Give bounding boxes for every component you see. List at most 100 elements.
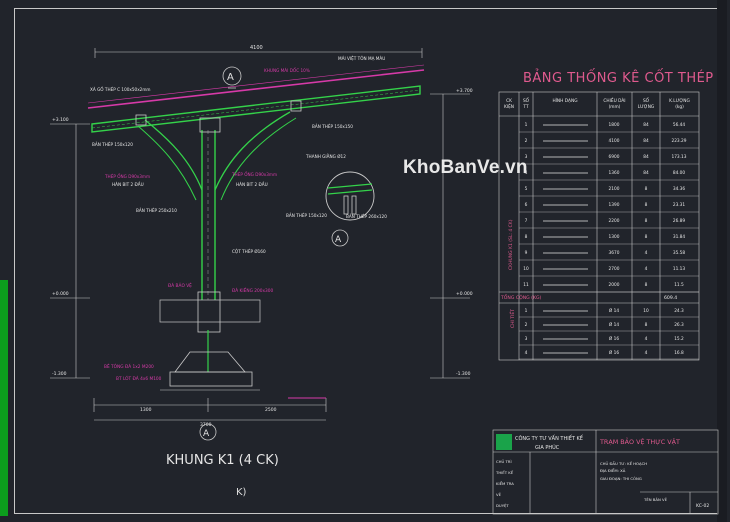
- table-cell: 4: [645, 266, 648, 272]
- table-cell: 2200: [609, 218, 620, 224]
- table-cell: 2: [525, 138, 528, 144]
- table-cell: 8: [645, 282, 648, 288]
- dim-right: 2500: [265, 407, 277, 413]
- svg-text:HÀN BIT 2 ĐẦU: HÀN BIT 2 ĐẦU: [112, 182, 144, 187]
- table-cell: Ø 14: [609, 321, 619, 328]
- table-cell: 8: [645, 186, 648, 192]
- table-cell: 1: [525, 122, 528, 128]
- table-cell: 4: [645, 350, 648, 356]
- svg-text:BẢN THÉP 260x120: BẢN THÉP 260x120: [346, 214, 387, 219]
- table-cell: 84: [643, 154, 649, 160]
- svg-text:A: A: [203, 429, 210, 439]
- svg-text:BẢN THÉP 150x120: BẢN THÉP 150x120: [92, 142, 133, 147]
- table-header: HÌNH DẠNG: [552, 97, 577, 104]
- table-cell: Ø 16: [609, 349, 619, 356]
- svg-text:A: A: [335, 235, 342, 245]
- svg-text:A: A: [227, 72, 234, 83]
- dim-total: 3700: [200, 422, 212, 428]
- svg-text:THANH GIẰNG Ø12: THANH GIẰNG Ø12: [305, 154, 346, 159]
- svg-text:CHỦ ĐẦU TƯ: KẾ HOẠCH: CHỦ ĐẦU TƯ: KẾ HOẠCH: [600, 460, 647, 466]
- table-cell: 4: [645, 250, 648, 256]
- table-cell: 1: [525, 308, 528, 314]
- table-cell: 11: [523, 282, 529, 288]
- svg-text:ĐÁ BẢO VỆ: ĐÁ BẢO VỆ: [168, 281, 192, 289]
- table-title: BẢNG THỐNG KÊ CỐT THÉP: [523, 71, 714, 86]
- table-header: KIỆN: [504, 102, 514, 110]
- table-cell: 6900: [609, 154, 620, 160]
- table-cell: 35.58: [673, 250, 686, 256]
- table-cell: 1360: [609, 170, 620, 176]
- table-cell: 2000: [609, 282, 620, 288]
- table-cell: 2700: [609, 266, 620, 272]
- table-cell: 56.44: [673, 122, 686, 128]
- table-cell: 4: [525, 170, 528, 176]
- table-cell: 8: [645, 234, 648, 240]
- table-header: SỐ: [643, 96, 650, 104]
- company-logo: [496, 434, 512, 450]
- table-cell: 84: [643, 138, 649, 144]
- table-header: CK: [506, 98, 512, 104]
- table-header: SỐ: [523, 96, 530, 104]
- table-cell: 15.2: [674, 336, 684, 342]
- table-cell: 23.31: [673, 202, 686, 208]
- table-cell: 11.5: [674, 282, 684, 288]
- svg-text:+0.000: +0.000: [456, 291, 473, 297]
- svg-text:CKHUNG K1 (SL: 4 CK): CKHUNG K1 (SL: 4 CK): [508, 219, 514, 270]
- table-cell: 8: [645, 218, 648, 224]
- table-cell: 10: [523, 266, 529, 272]
- table-cell: 9: [525, 250, 528, 256]
- svg-text:MÁI VIỆT TÔN MẠ MÀU: MÁI VIỆT TÔN MẠ MÀU: [338, 56, 385, 61]
- svg-text:THÉP ỐNG D90x3mm: THÉP ỐNG D90x3mm: [231, 172, 277, 177]
- table-cell: 10: [643, 308, 649, 314]
- svg-text:BẢN THÉP 150x150: BẢN THÉP 150x150: [312, 124, 353, 129]
- project-name: TRẠM BẢO VỆ THỰC VẬT: [599, 437, 680, 446]
- svg-text:KIỂM TRA: KIỂM TRA: [496, 481, 514, 486]
- table-cell: 3: [525, 154, 528, 160]
- watermark-text: KhoBanVe.vn: [403, 157, 528, 178]
- table-cell: 1800: [609, 122, 620, 128]
- company-name-2: GIA PHÚC: [535, 444, 560, 451]
- table-cell: 173.13: [671, 154, 686, 160]
- vertical-scrollbar[interactable]: [717, 0, 727, 522]
- table-cell: 8: [645, 322, 648, 328]
- table-cell: 4: [645, 336, 648, 342]
- table-cell: Ø 16: [609, 335, 619, 342]
- svg-text:BẢN THÉP 250x210: BẢN THÉP 250x210: [136, 208, 177, 213]
- svg-text:CHI TIẾT: CHI TIẾT: [508, 309, 516, 328]
- svg-text:BẢN THÉP 150x120: BẢN THÉP 150x120: [286, 213, 327, 218]
- table-cell: 1390: [609, 202, 620, 208]
- svg-text:HÀN BIT 2 ĐẦU: HÀN BIT 2 ĐẦU: [236, 182, 268, 187]
- svg-text:KHUNG MÁI DỐC 10%: KHUNG MÁI DỐC 10%: [264, 68, 310, 73]
- table-cell: 223.29: [671, 138, 686, 144]
- table-cell: Ø 14: [609, 307, 619, 314]
- dim-left: 1300: [140, 407, 152, 413]
- table-cell: 3670: [609, 250, 620, 256]
- total-value: 609.4: [664, 295, 677, 301]
- total-label: TỔNG CỘNG (KG): [500, 293, 542, 301]
- table-cell: 11.13: [673, 266, 686, 272]
- svg-text:THIẾT KẾ: THIẾT KẾ: [495, 469, 514, 475]
- svg-text:TÊN BẢN VẼ: TÊN BẢN VẼ: [643, 497, 668, 502]
- table-header: (mm): [609, 104, 621, 110]
- dim-top: 4100: [250, 45, 263, 51]
- table-cell: 34.36: [673, 186, 686, 192]
- left-green-bar: [0, 280, 8, 516]
- table-cell: 16.8: [674, 350, 684, 356]
- svg-text:ĐÀ KIỀNG 200x300: ĐÀ KIỀNG 200x300: [232, 286, 273, 294]
- svg-text:DUYỆT: DUYỆT: [496, 503, 509, 508]
- drawing-title: KHUNG K1 (4 CK): [166, 453, 279, 468]
- table-cell: 26.3: [674, 322, 684, 328]
- svg-text:BÊ TÔNG ĐÁ 1x2 M200: BÊ TÔNG ĐÁ 1x2 M200: [104, 362, 154, 370]
- svg-text:ĐỊA ĐIỂM: XÃ: ĐỊA ĐIỂM: XÃ: [600, 468, 626, 473]
- company-name: CÔNG TY TƯ VẤN THIẾT KẾ: [515, 434, 584, 442]
- svg-text:+0.000: +0.000: [52, 291, 69, 297]
- table-cell: 84.00: [673, 170, 686, 176]
- table-cell: 1300: [609, 234, 620, 240]
- svg-text:-1.300: -1.300: [52, 371, 67, 377]
- table-cell: 4100: [609, 138, 620, 144]
- sheet-number: KC-02: [696, 503, 709, 509]
- svg-text:+3.700: +3.700: [456, 88, 473, 94]
- table-cell: 31.84: [673, 234, 686, 240]
